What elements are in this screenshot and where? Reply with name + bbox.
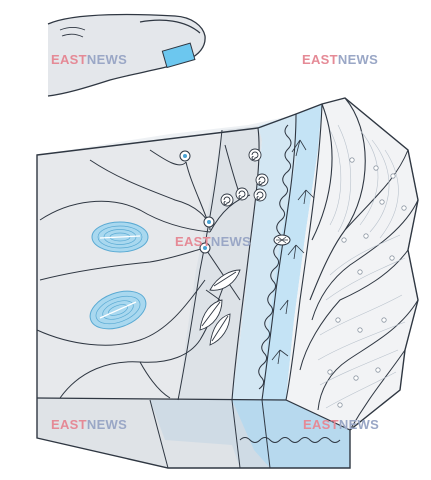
watermark-top-left: EASTNEWS: [51, 52, 128, 67]
merkel-cell-icon: [203, 216, 215, 228]
meissner-corpuscle-icon: [220, 148, 269, 207]
merkel-cell-icon: [199, 242, 211, 254]
skin-block-icon: [36, 97, 419, 469]
watermark-top-right: EASTNEWS: [302, 52, 379, 67]
merkel-cell-icon: [179, 150, 191, 162]
pacinian-corpuscle-icon: [89, 290, 147, 330]
watermark-bottom-right: EASTNEWS: [303, 417, 380, 432]
watermark-bottom-left: EASTNEWS: [51, 417, 128, 432]
stratum-band: [262, 104, 322, 400]
watermark-center: EASTNEWS: [175, 234, 252, 249]
epidermis-band: [232, 114, 296, 400]
free-nerve-ending-icon: [271, 139, 315, 365]
pacinian-corpuscle-icon: [91, 221, 149, 253]
finger-icon: [47, 13, 206, 97]
ruffini-ending-icon: [273, 234, 291, 246]
hair-follicle-nerve-icon: [199, 269, 241, 346]
highlight-box-icon: [161, 42, 196, 69]
